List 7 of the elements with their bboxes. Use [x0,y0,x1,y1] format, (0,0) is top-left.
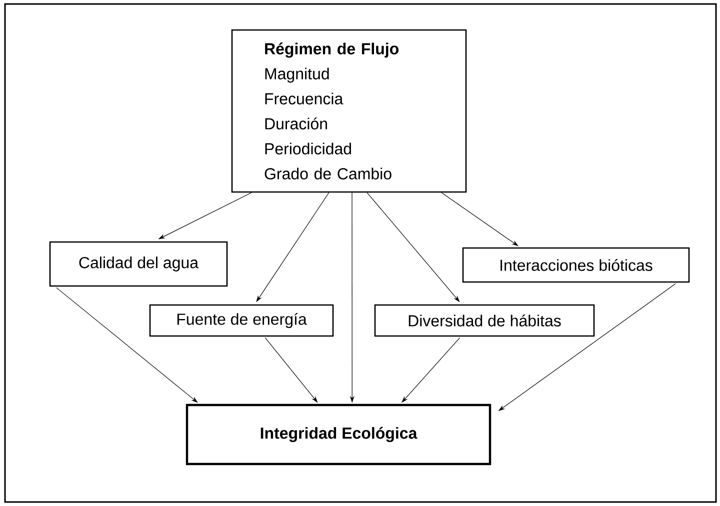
factor-box: Interacciones bióticas [462,247,690,283]
result-box: Integridad Ecológica [186,404,492,466]
factor-box: Diversidad de hábitas [374,304,595,337]
arrow [56,287,198,403]
factor-box: Calidad del agua [49,241,228,287]
factor-box: Fuente de energía [149,304,334,337]
flow-regime-box: Régimen de Flujo Magnitud Frecuencia Duración Periodicidad Grado de Cambio [231,29,467,193]
